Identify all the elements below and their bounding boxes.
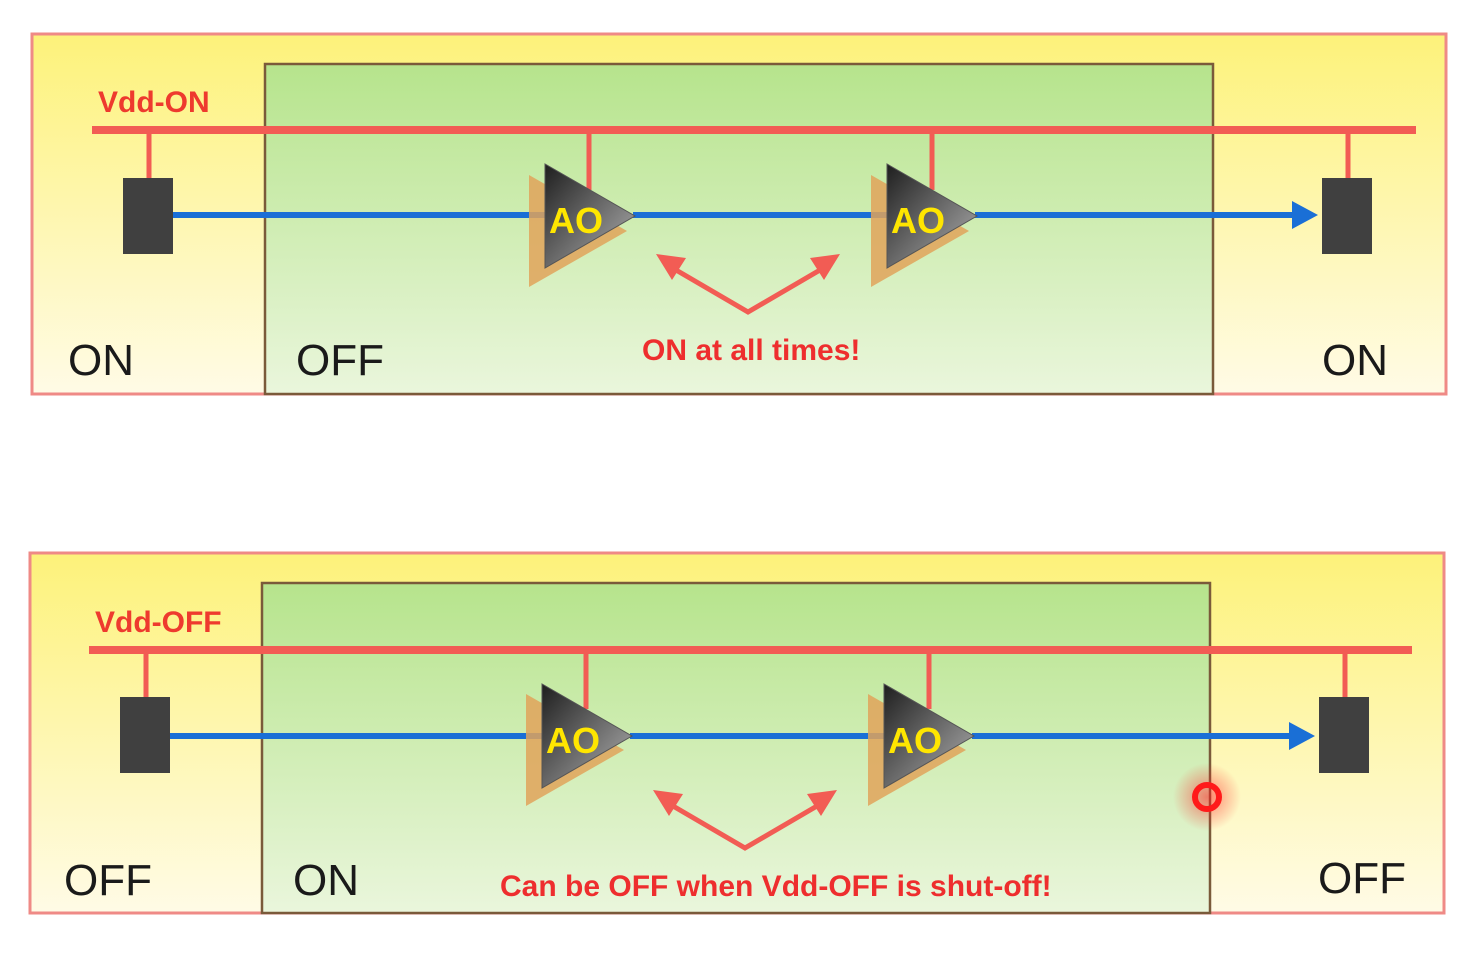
rail-label: Vdd-ON (98, 86, 210, 119)
buffer-label: AO (546, 720, 600, 761)
always-on-buffer-icon: AO (871, 163, 978, 287)
buffer-label: AO (549, 200, 603, 241)
panel-top: Vdd-ON AO AO ON at all times! ON OFF (30, 32, 1448, 396)
always-on-buffer-icon: AO (868, 683, 975, 806)
state-label-right: ON (1322, 336, 1388, 385)
state-label-left: ON (68, 336, 134, 385)
pointer-arrows (656, 254, 840, 315)
arrow-head (1289, 722, 1315, 750)
note-label: Can be OFF when Vdd-OFF is shut-off! (500, 870, 1052, 903)
panel-bottom: Vdd-OFF AO AO Can be OFF when Vdd-OFF is… (28, 551, 1446, 915)
state-label-inner: OFF (296, 336, 384, 385)
sink-cell (1319, 697, 1369, 773)
arrow-head (1292, 201, 1318, 229)
state-label-inner: ON (293, 856, 359, 905)
always-on-buffer-icon: AO (526, 683, 633, 806)
source-cell (123, 178, 173, 254)
state-label-left: OFF (64, 856, 152, 905)
buffer-label: AO (891, 200, 945, 241)
note-label: ON at all times! (642, 334, 860, 367)
rail-label: Vdd-OFF (95, 606, 222, 639)
sink-cell (1322, 178, 1372, 254)
pointer-arrows (653, 790, 837, 851)
source-cell (120, 697, 170, 773)
state-label-right: OFF (1318, 854, 1406, 903)
cursor-indicator-icon (1173, 763, 1241, 831)
inner-domain-box (263, 62, 1215, 396)
always-on-buffer-icon: AO (529, 163, 636, 287)
inner-domain-box (260, 581, 1212, 915)
buffer-label: AO (888, 720, 942, 761)
